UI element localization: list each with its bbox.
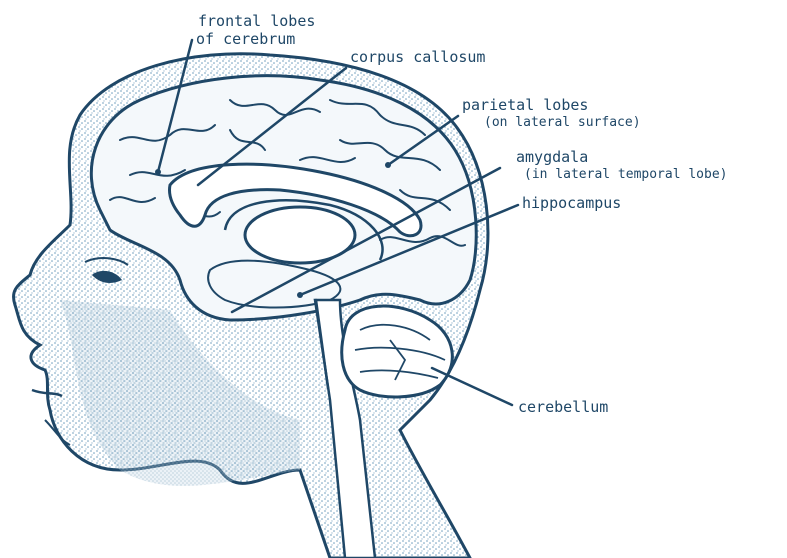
label-amygdala: amygdala	[516, 150, 588, 165]
label-frontal-lobes: frontal lobes	[198, 14, 315, 29]
cerebellum-pointer	[432, 368, 512, 405]
label-amygdala-note: (in lateral temporal lobe)	[524, 168, 728, 182]
label-of-cerebrum: of cerebrum	[196, 32, 295, 47]
label-cerebellum: cerebellum	[518, 400, 608, 415]
label-parietal-note: (on lateral surface)	[484, 116, 641, 130]
parietal-dot	[385, 162, 391, 168]
label-corpus-callosum: corpus callosum	[350, 50, 485, 65]
label-parietal-lobes: parietal lobes	[462, 98, 588, 113]
label-hippocampus: hippocampus	[522, 196, 621, 211]
frontal-dot	[155, 169, 161, 175]
hippocampus-dot	[297, 292, 303, 298]
